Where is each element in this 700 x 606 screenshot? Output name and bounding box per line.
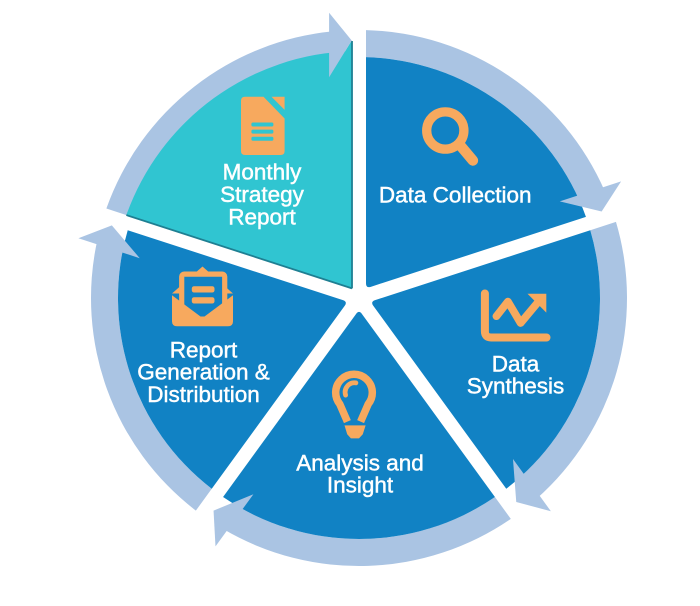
svg-text:Monthly: Monthly (223, 160, 303, 185)
svg-text:Report: Report (170, 337, 238, 362)
svg-text:Insight: Insight (327, 473, 394, 498)
svg-text:Data Collection: Data Collection (379, 182, 532, 207)
svg-text:Distribution: Distribution (147, 382, 260, 407)
svg-text:Data: Data (492, 351, 540, 376)
svg-text:Report: Report (228, 204, 296, 229)
svg-text:Strategy: Strategy (220, 182, 305, 207)
svg-text:Analysis and: Analysis and (296, 450, 424, 475)
svg-text:Synthesis: Synthesis (467, 374, 565, 399)
svg-text:Generation &: Generation & (137, 360, 270, 385)
